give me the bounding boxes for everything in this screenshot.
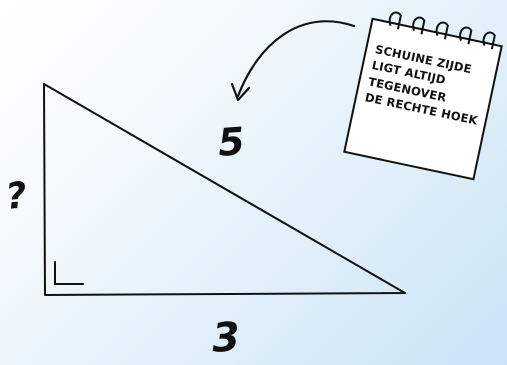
notepad-rings — [388, 11, 496, 50]
hypotenuse-label: 5 — [216, 119, 246, 165]
vertical-side-label: ? — [3, 175, 29, 218]
right-triangle — [43, 83, 406, 296]
spiral-notepad-icon: SCHUINE ZIJDE LIGT ALTIJD TEGENOVER DE R… — [343, 11, 503, 181]
notepad-text: SCHUINE ZIJDE LIGT ALTIJD TEGENOVER DE R… — [363, 41, 492, 129]
curved-arrow-icon — [230, 20, 356, 102]
right-angle-marker-icon — [54, 261, 84, 285]
base-label: 3 — [210, 314, 242, 362]
